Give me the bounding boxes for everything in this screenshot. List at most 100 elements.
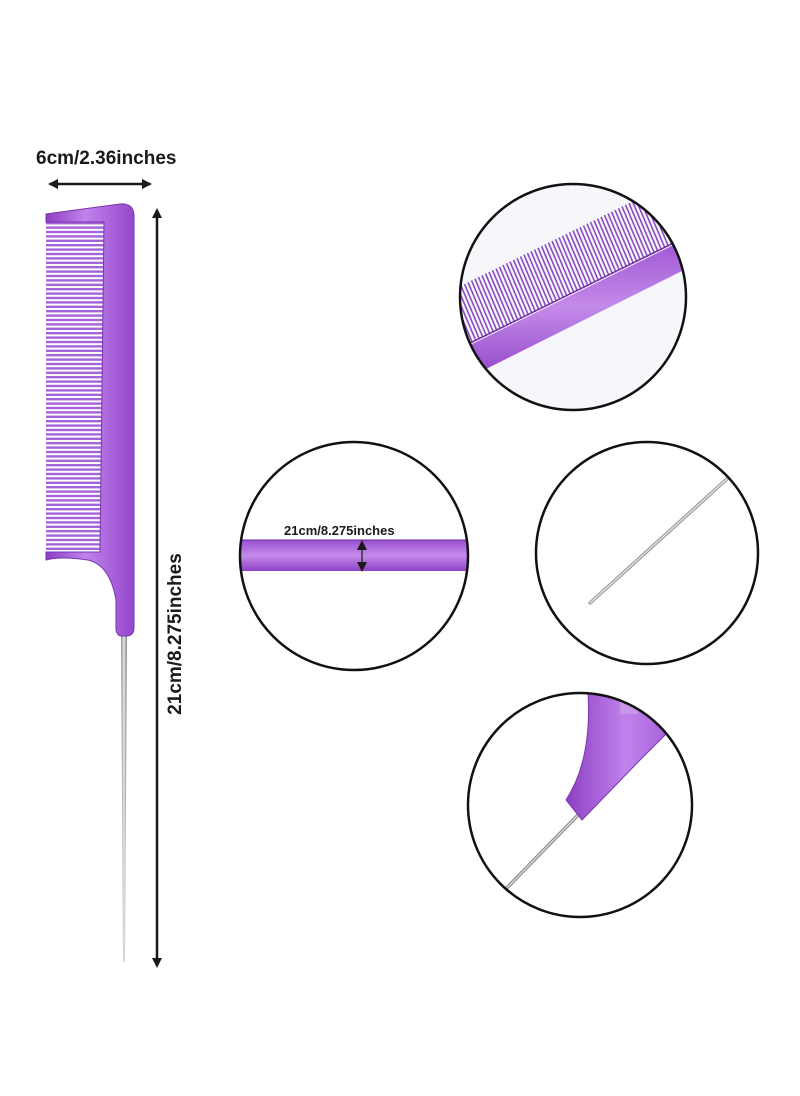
comb-tooth bbox=[46, 301, 104, 304]
closeup-tooth bbox=[568, 231, 593, 285]
comb-tooth bbox=[46, 490, 104, 493]
closeup-tooth bbox=[526, 252, 551, 306]
comb-tooth bbox=[46, 305, 104, 308]
comb-tooth bbox=[46, 292, 104, 295]
closeup-tooth bbox=[509, 261, 533, 314]
thickness-label: 21cm/8.275inches bbox=[284, 523, 395, 538]
closeup-tooth bbox=[614, 209, 638, 263]
closeup-tooth bbox=[579, 226, 603, 280]
comb-tooth bbox=[46, 279, 104, 282]
closeup-tooth bbox=[516, 257, 540, 311]
closeup-tooth bbox=[498, 266, 523, 320]
comb-tooth bbox=[46, 547, 104, 550]
comb-tooth bbox=[46, 235, 104, 238]
height-label: 21cm/8.275inches bbox=[165, 553, 186, 715]
comb-tooth bbox=[46, 239, 104, 242]
comb-tooth bbox=[46, 472, 104, 476]
comb-tooth bbox=[46, 393, 104, 396]
comb-tooth bbox=[46, 406, 104, 410]
comb-tooth bbox=[46, 354, 104, 357]
comb-tooth bbox=[46, 323, 104, 326]
comb-tooth bbox=[46, 257, 104, 260]
comb-tooth bbox=[46, 226, 104, 229]
comb-tooth bbox=[46, 450, 104, 454]
closeup-tooth bbox=[544, 244, 568, 297]
comb-tooth bbox=[46, 428, 104, 432]
closeup-tooth bbox=[603, 214, 628, 268]
comb-tooth bbox=[46, 424, 104, 427]
comb-tooth bbox=[46, 455, 104, 458]
closeup-tooth bbox=[460, 288, 477, 342]
comb-tooth bbox=[46, 340, 104, 344]
closeup-tooth bbox=[558, 237, 582, 290]
closeup-tooth bbox=[467, 281, 491, 335]
closeup-tooth bbox=[561, 235, 586, 289]
comb-tooth bbox=[46, 266, 104, 269]
closeup-tooth bbox=[491, 269, 516, 323]
comb-tooth bbox=[46, 384, 104, 388]
comb-tooth bbox=[46, 230, 104, 234]
comb-tooth bbox=[46, 296, 104, 300]
comb-teeth bbox=[46, 222, 104, 555]
comb-tooth bbox=[46, 270, 104, 273]
closeup-tooth bbox=[533, 249, 558, 302]
comb-tooth bbox=[46, 402, 104, 405]
comb-tooth bbox=[46, 398, 104, 401]
closeup-tooth bbox=[582, 225, 607, 278]
comb-tooth bbox=[46, 437, 104, 440]
closeup-tooth bbox=[628, 202, 652, 256]
closeup-tooth bbox=[663, 185, 686, 239]
comb-tooth bbox=[46, 244, 104, 247]
closeup-tooth bbox=[670, 184, 686, 235]
closeup-tooth bbox=[530, 250, 554, 304]
closeup-tooth bbox=[596, 218, 621, 271]
comb-tooth bbox=[46, 415, 104, 418]
closeup-tooth bbox=[463, 283, 488, 337]
comb-tooth bbox=[46, 389, 104, 392]
comb-tooth bbox=[46, 521, 104, 524]
comb-tooth bbox=[46, 508, 104, 511]
closeup-tooth bbox=[495, 268, 519, 321]
comb-spine bbox=[45, 203, 135, 637]
comb-tooth bbox=[46, 288, 104, 291]
closeup-tooth bbox=[635, 199, 659, 253]
comb-tooth bbox=[46, 411, 104, 414]
comb-tooth bbox=[46, 222, 104, 225]
closeup-tooth bbox=[547, 242, 572, 296]
closeup-tooth bbox=[575, 228, 600, 282]
junction-circle bbox=[466, 691, 694, 919]
closeup-tooth bbox=[589, 221, 614, 275]
closeup-tooth bbox=[551, 240, 575, 294]
comb-tooth bbox=[46, 477, 104, 480]
comb-tooth bbox=[46, 336, 104, 339]
closeup-tooth bbox=[572, 230, 596, 283]
closeup-tooth bbox=[519, 256, 544, 309]
closeup-tooth bbox=[460, 285, 484, 339]
comb-tooth bbox=[46, 314, 104, 317]
comb-full-view bbox=[45, 203, 135, 962]
teeth-closeup-circle bbox=[458, 182, 688, 412]
comb-tooth bbox=[46, 538, 104, 542]
closeup-tooth bbox=[666, 184, 686, 237]
closeup-tooth bbox=[673, 184, 686, 234]
comb-tooth bbox=[46, 362, 104, 366]
closeup-tooth bbox=[600, 216, 624, 270]
comb-tooth bbox=[46, 530, 104, 533]
closeup-tooth bbox=[565, 233, 589, 287]
pin-tip-circle bbox=[534, 440, 760, 666]
comb-tooth bbox=[46, 481, 104, 484]
comb-tooth bbox=[46, 274, 104, 278]
comb-tooth bbox=[46, 283, 104, 286]
comb-tooth bbox=[46, 446, 104, 449]
closeup-tooth bbox=[488, 271, 512, 325]
steel-pin bbox=[121, 632, 127, 962]
closeup-tooth bbox=[523, 254, 547, 308]
closeup-tooth bbox=[607, 213, 631, 266]
comb-tooth bbox=[46, 494, 104, 498]
closeup-tooth bbox=[593, 219, 617, 273]
closeup-tooth bbox=[477, 276, 502, 330]
comb-tooth bbox=[46, 376, 104, 379]
comb-tooth bbox=[46, 332, 104, 335]
comb-tooth bbox=[46, 503, 104, 506]
